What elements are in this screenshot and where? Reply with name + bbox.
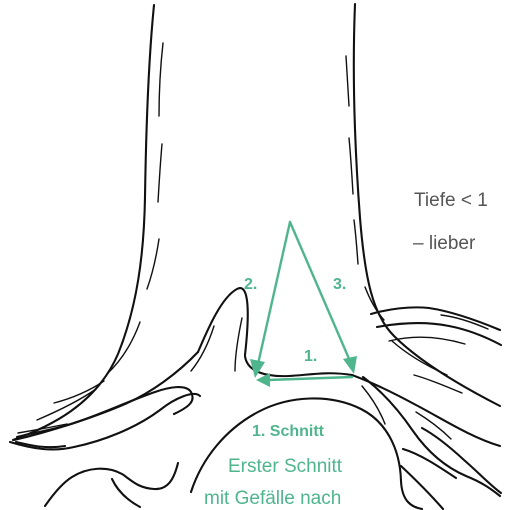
section-title: 1. Schnitt — [252, 424, 324, 440]
section-line-2: mit Gefälle nach — [204, 489, 341, 508]
cut-line-1 — [268, 377, 352, 380]
cut-arrow-head-3 — [343, 356, 357, 374]
section-line-1: Erster Schnitt — [228, 457, 342, 476]
right-note-line-1: Tiefe < 1 — [414, 191, 488, 210]
right-note-line-2: – lieber — [413, 234, 475, 253]
step-label-2: 2. — [244, 277, 257, 293]
cut-line-2 — [258, 222, 290, 364]
cut-arrow-head-1 — [256, 373, 270, 387]
step-label-3: 3. — [333, 277, 346, 293]
step-label-1: 1. — [304, 349, 317, 365]
